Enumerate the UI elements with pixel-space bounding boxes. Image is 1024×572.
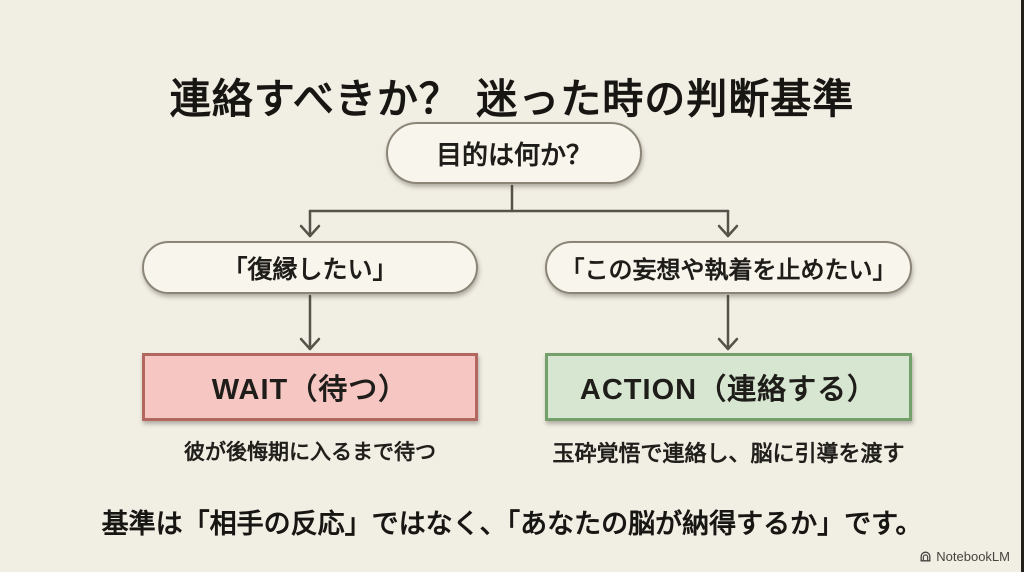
arrowhead-right-top	[717, 224, 739, 238]
arrowhead-right-bottom	[717, 337, 739, 351]
right-edge-strip	[1021, 0, 1024, 572]
arrowhead-left-top	[299, 224, 321, 238]
flow-result-action: ACTION（連絡する）	[545, 353, 912, 421]
slide-title: 連絡すべきか？ 迷った時の判断基準	[169, 75, 855, 124]
flow-node-condition-reconcile: 「復縁したい」	[142, 241, 478, 294]
flow-node-condition-stop-obsession: 「この妄想や執着を止めたい」	[545, 241, 912, 294]
notebooklm-watermark: NotebookLM	[919, 549, 1010, 564]
notebooklm-logo-icon	[919, 550, 932, 563]
caption-action: 玉砕覚悟で連絡し、脳に引導を渡す	[552, 441, 905, 466]
footnote-statement: 基準は「相手の反応」ではなく、「あなたの脳が納得するか」です。	[101, 509, 923, 539]
flow-result-wait: WAIT（待つ）	[142, 353, 478, 421]
notebooklm-watermark-label: NotebookLM	[936, 549, 1010, 564]
flow-node-purpose: 目的は何か？	[386, 122, 642, 184]
arrowhead-left-bottom	[299, 337, 321, 351]
caption-wait: 彼が後悔期に入るまで待つ	[184, 441, 436, 464]
